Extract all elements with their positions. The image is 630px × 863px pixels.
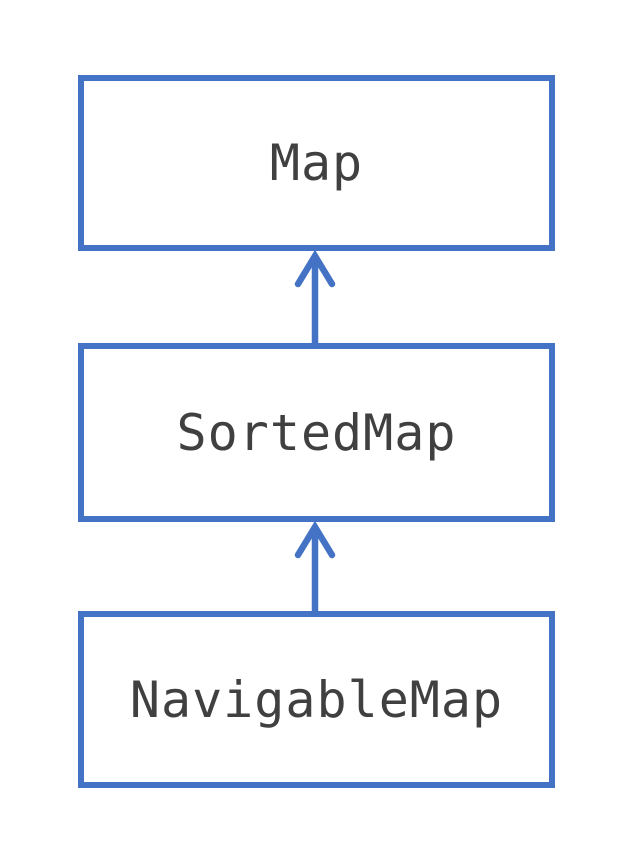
node-sortedmap-label: SortedMap: [176, 403, 457, 462]
arrow-up-icon: [294, 522, 336, 611]
arrow-sortedmap-to-map: [293, 251, 337, 343]
node-navigablemap-label: NavigableMap: [129, 670, 504, 729]
node-map-label: Map: [269, 134, 364, 192]
node-map: Map: [78, 75, 555, 251]
arrow-up-icon: [294, 251, 336, 343]
arrow-navigablemap-to-sortedmap: [293, 522, 337, 611]
node-navigablemap: NavigableMap: [78, 611, 555, 788]
node-sortedmap: SortedMap: [78, 343, 555, 522]
